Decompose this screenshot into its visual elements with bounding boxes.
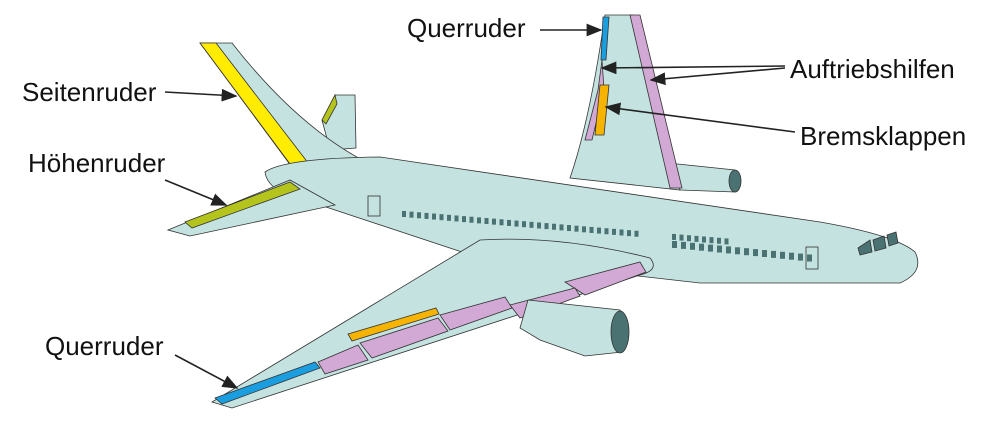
window [469, 216, 474, 223]
cockpit-windows [857, 231, 899, 256]
window [789, 252, 794, 260]
window [771, 250, 776, 258]
window [529, 221, 534, 228]
near-engine [519, 299, 630, 357]
window [417, 212, 421, 219]
label-elevator: Höhenruder [28, 148, 166, 178]
horizontal-stabilizer [166, 179, 337, 237]
far-wing-high-lift [629, 14, 683, 189]
window [544, 223, 549, 230]
near-wing [211, 238, 654, 409]
window [708, 244, 713, 252]
window [597, 227, 601, 234]
window [726, 246, 731, 254]
window [762, 250, 767, 257]
far-wing-spoilers [594, 84, 610, 136]
far-wing [569, 14, 683, 191]
window [589, 226, 594, 233]
window [780, 251, 785, 259]
label-rudder: Seitenruder [22, 77, 157, 107]
label-high-lift: Auftriebshilfen [790, 54, 955, 84]
window [687, 235, 691, 242]
front-door [805, 246, 819, 270]
window [492, 218, 496, 225]
window [690, 242, 695, 250]
window [402, 211, 406, 217]
window [672, 241, 677, 248]
window [702, 236, 706, 243]
window [567, 225, 571, 232]
elevator [184, 181, 301, 229]
window [447, 214, 451, 221]
window [627, 230, 631, 237]
window [484, 218, 489, 225]
window [619, 229, 624, 236]
window [432, 213, 436, 220]
label-aileron-top: Querruder [407, 13, 526, 43]
window [744, 248, 749, 256]
window [717, 237, 721, 244]
window [477, 217, 481, 224]
label-spoilers: Bremsklappen [800, 121, 966, 151]
window [552, 223, 556, 230]
far-engine [667, 162, 742, 193]
window [604, 228, 609, 235]
window [454, 215, 459, 222]
near-wing-spoilers [347, 307, 440, 342]
window [672, 233, 676, 240]
window [409, 211, 414, 218]
window [798, 253, 803, 261]
window [699, 243, 704, 251]
window [424, 212, 429, 219]
far-wing-aileron [600, 16, 610, 61]
window [807, 254, 812, 262]
cabin-windows [402, 211, 812, 262]
window [724, 238, 729, 245]
window [514, 220, 519, 227]
label-aileron-bottom: Querruder [45, 331, 164, 361]
near-wing-aileron [214, 361, 321, 405]
rear-door [367, 195, 381, 217]
window [681, 241, 686, 249]
window [582, 226, 586, 233]
window [574, 225, 579, 232]
rudder [199, 42, 313, 173]
window [522, 221, 526, 228]
window [462, 216, 466, 223]
window [537, 222, 541, 229]
window [507, 219, 511, 226]
window [499, 219, 504, 226]
window [735, 247, 740, 255]
window [717, 245, 722, 253]
window [612, 228, 616, 235]
window [694, 235, 699, 242]
window [753, 249, 758, 257]
window [709, 237, 714, 244]
window [559, 224, 564, 231]
window [634, 230, 639, 237]
window [439, 214, 444, 221]
window [679, 234, 684, 241]
